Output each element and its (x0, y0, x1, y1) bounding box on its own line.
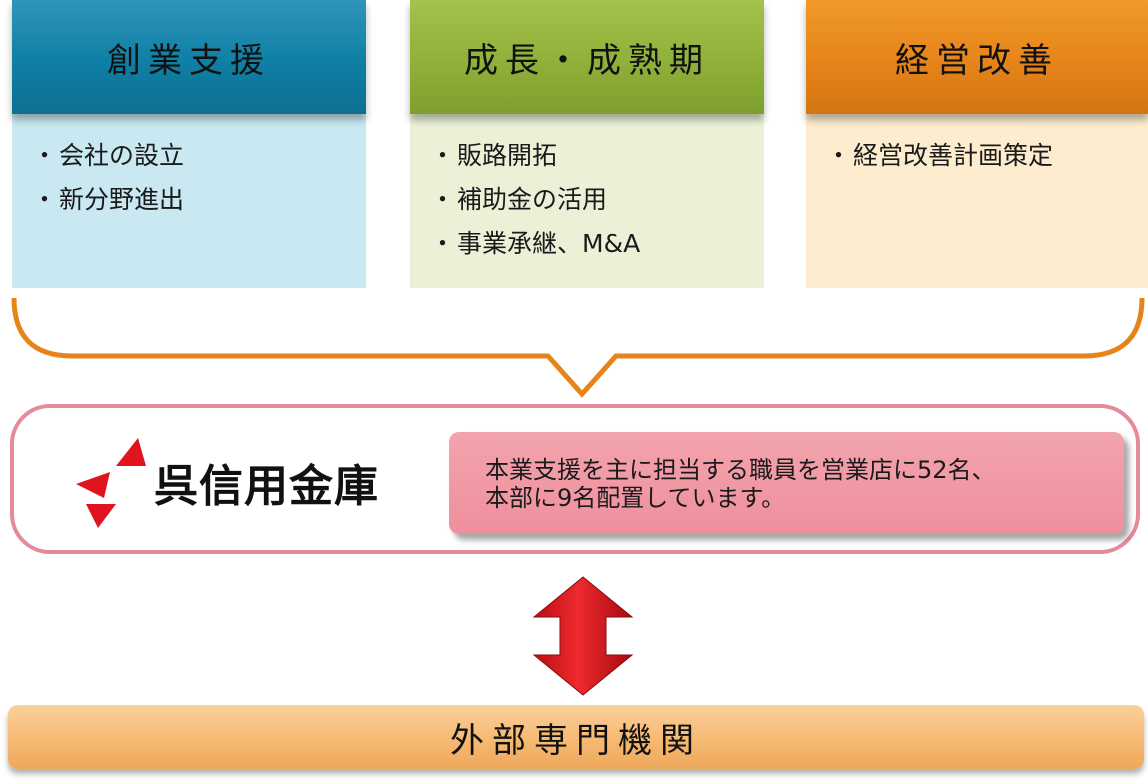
list-item: 会社の設立 (32, 134, 366, 178)
column-startup-support: 創業支援 会社の設立 新分野進出 (12, 0, 366, 288)
list-item: 経営改善計画策定 (826, 134, 1148, 178)
item-list: 会社の設立 新分野進出 (32, 134, 366, 222)
kure-shinkin-logo-icon (76, 438, 146, 528)
list-item: 新分野進出 (32, 178, 366, 222)
item-list: 販路開拓 補助金の活用 事業承継、M&A (430, 134, 764, 266)
item-list: 経営改善計画策定 (826, 134, 1148, 178)
column-body: 会社の設立 新分野進出 (12, 114, 366, 288)
list-item: 事業承継、M&A (430, 222, 764, 266)
bank-name: 呉信用金庫 (154, 461, 379, 512)
column-header: 経営改善 (806, 0, 1148, 114)
list-item: 補助金の活用 (430, 178, 764, 222)
staff-note: 本業支援を主に担当する職員を営業店に52名、 本部に9名配置しています。 (449, 432, 1124, 534)
note-line: 本部に9名配置しています。 (485, 484, 786, 512)
column-management-improvement: 経営改善 経営改善計画策定 (806, 0, 1148, 288)
double-arrow-vertical-icon (532, 576, 634, 696)
external-institutions-bar: 外部専門機関 (8, 705, 1144, 769)
list-item: 販路開拓 (430, 134, 764, 178)
brace-connector-icon (11, 297, 1145, 398)
column-header: 創業支援 (12, 0, 366, 114)
column-header: 成長・成熟期 (410, 0, 764, 114)
column-growth-maturity: 成長・成熟期 販路開拓 補助金の活用 事業承継、M&A (410, 0, 764, 288)
column-body: 経営改善計画策定 (806, 114, 1148, 288)
note-line: 本業支援を主に担当する職員を営業店に52名、 (485, 456, 996, 484)
column-body: 販路開拓 補助金の活用 事業承継、M&A (410, 114, 764, 288)
bank-panel: 呉信用金庫 本業支援を主に担当する職員を営業店に52名、 本部に9名配置していま… (10, 404, 1140, 554)
